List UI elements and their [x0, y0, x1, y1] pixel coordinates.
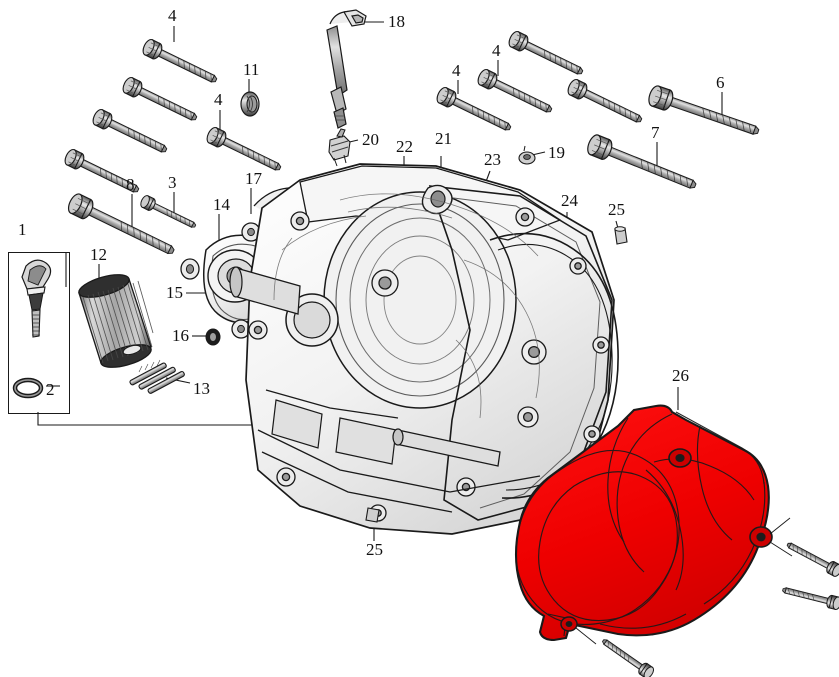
callout-label-4b[interactable]: 4 — [214, 90, 223, 109]
callout-label-26[interactable]: 26 — [672, 366, 689, 385]
callout-label-7[interactable]: 7 — [651, 123, 660, 142]
callout-label-13[interactable]: 13 — [193, 379, 210, 398]
callout-label-15[interactable]: 15 — [166, 283, 183, 302]
callout-label-20[interactable]: 20 — [362, 130, 379, 149]
part-11-oil-seal — [240, 91, 260, 117]
cover-boss-right — [749, 526, 773, 548]
part-21-hanger-lug — [421, 184, 453, 215]
part-16-o-ring — [205, 328, 221, 346]
callout-label-2[interactable]: 2 — [46, 380, 55, 399]
part-26-left-crankcase-cover-highlighted — [514, 404, 773, 642]
callout-label-4c[interactable]: 4 — [452, 61, 461, 80]
pump-shaft — [229, 266, 301, 315]
callout-label-8[interactable]: 8 — [126, 175, 135, 194]
callout-label-25a[interactable]: 25 — [608, 200, 625, 219]
cover-boss-lower — [560, 616, 578, 632]
part-12-oil-filter-element — [78, 274, 154, 368]
callout-label-3[interactable]: 3 — [168, 173, 177, 192]
callout-label-4d[interactable]: 4 — [492, 41, 501, 60]
cover-boss-upper — [668, 448, 692, 468]
part-13-dowel-pins — [129, 359, 185, 394]
part-1-group-box — [8, 252, 70, 414]
part-25b-dowel-pin — [365, 507, 380, 523]
callout-label-23[interactable]: 23 — [484, 150, 501, 169]
shift-shaft-tube — [392, 428, 501, 467]
callout-label-6[interactable]: 6 — [716, 73, 725, 92]
callout-label-21[interactable]: 21 — [435, 129, 452, 148]
callout-label-19[interactable]: 19 — [548, 143, 565, 162]
callout-label-11[interactable]: 11 — [243, 60, 260, 79]
callout-label-17[interactable]: 17 — [245, 169, 262, 188]
callout-label-18[interactable]: 18 — [388, 12, 405, 31]
callout-label-16[interactable]: 16 — [172, 326, 189, 345]
callout-label-22[interactable]: 22 — [396, 137, 413, 156]
part-2-o-ring — [12, 377, 44, 399]
part-25a-dowel-pin — [614, 226, 628, 245]
callout-label-1[interactable]: 1 — [18, 220, 27, 239]
callout-label-14[interactable]: 14 — [213, 195, 230, 214]
callout-label-4a[interactable]: 4 — [168, 6, 177, 25]
callout-label-24[interactable]: 24 — [561, 191, 578, 210]
cover-mounting-bolts — [575, 517, 839, 677]
part-19-oil-jet — [518, 145, 536, 165]
part-20-breather-fitting — [328, 128, 351, 167]
part-1-oil-filler-cap — [21, 259, 52, 338]
callout-label-12[interactable]: 12 — [90, 245, 107, 264]
callout-label-25b[interactable]: 25 — [366, 540, 383, 559]
part-18-gear-shift-spindle — [326, 9, 367, 129]
